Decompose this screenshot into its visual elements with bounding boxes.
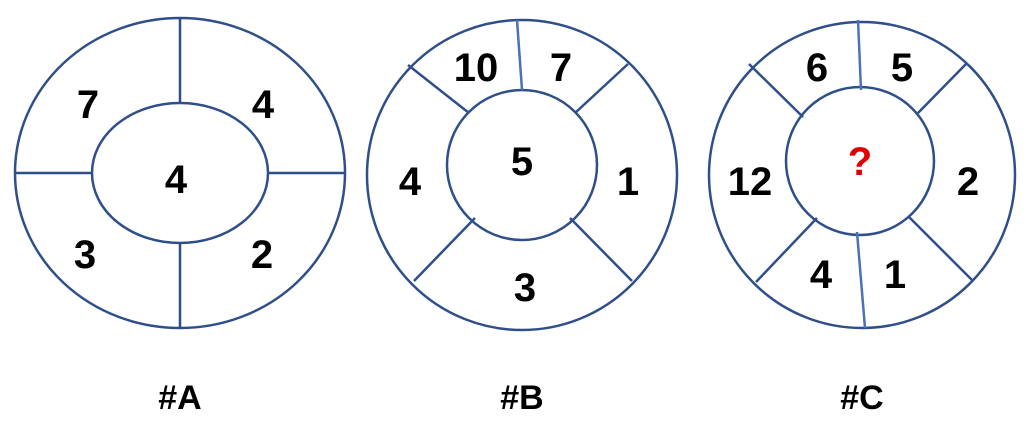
puzzle-b: 10 7 4 1 3 5 #B bbox=[365, 18, 679, 417]
outer-ring bbox=[707, 20, 1017, 330]
center-value: 5 bbox=[511, 140, 533, 184]
unknown-center-value: ? bbox=[848, 140, 872, 184]
segment-value: 1 bbox=[617, 160, 639, 204]
divider bbox=[907, 215, 974, 282]
segment-value: 2 bbox=[251, 233, 273, 277]
segment-value: 7 bbox=[77, 83, 99, 127]
divider bbox=[917, 62, 968, 114]
divider bbox=[413, 217, 476, 282]
segment-value: 4 bbox=[810, 253, 833, 297]
segment-value: 5 bbox=[891, 46, 913, 90]
segment-value: 3 bbox=[514, 266, 536, 310]
puzzle-label: #B bbox=[500, 379, 543, 417]
divider bbox=[515, 19, 524, 91]
segment-value: 1 bbox=[884, 253, 906, 297]
divider bbox=[755, 217, 818, 283]
segment-value: 7 bbox=[550, 46, 572, 90]
segment-value: 4 bbox=[399, 160, 422, 204]
divider bbox=[569, 217, 633, 282]
segment-value: 10 bbox=[454, 46, 499, 90]
segment-value: 2 bbox=[957, 160, 979, 204]
puzzle-label: #A bbox=[158, 379, 201, 417]
puzzle-label: #C bbox=[840, 379, 883, 417]
segment-value: 4 bbox=[252, 83, 275, 127]
segment-value: 6 bbox=[806, 46, 828, 90]
outer-ring bbox=[365, 18, 679, 332]
puzzle-c: 6 5 12 2 4 1 ? #C bbox=[707, 19, 1017, 417]
segment-value: 12 bbox=[728, 160, 773, 204]
divider bbox=[856, 19, 863, 91]
puzzle-a: 7 4 3 2 4 #A bbox=[13, 16, 347, 417]
center-value: 4 bbox=[165, 158, 188, 202]
divider bbox=[574, 63, 629, 114]
segment-value: 3 bbox=[74, 233, 96, 277]
divider bbox=[855, 231, 867, 329]
divider bbox=[748, 63, 804, 118]
divider bbox=[407, 64, 470, 114]
